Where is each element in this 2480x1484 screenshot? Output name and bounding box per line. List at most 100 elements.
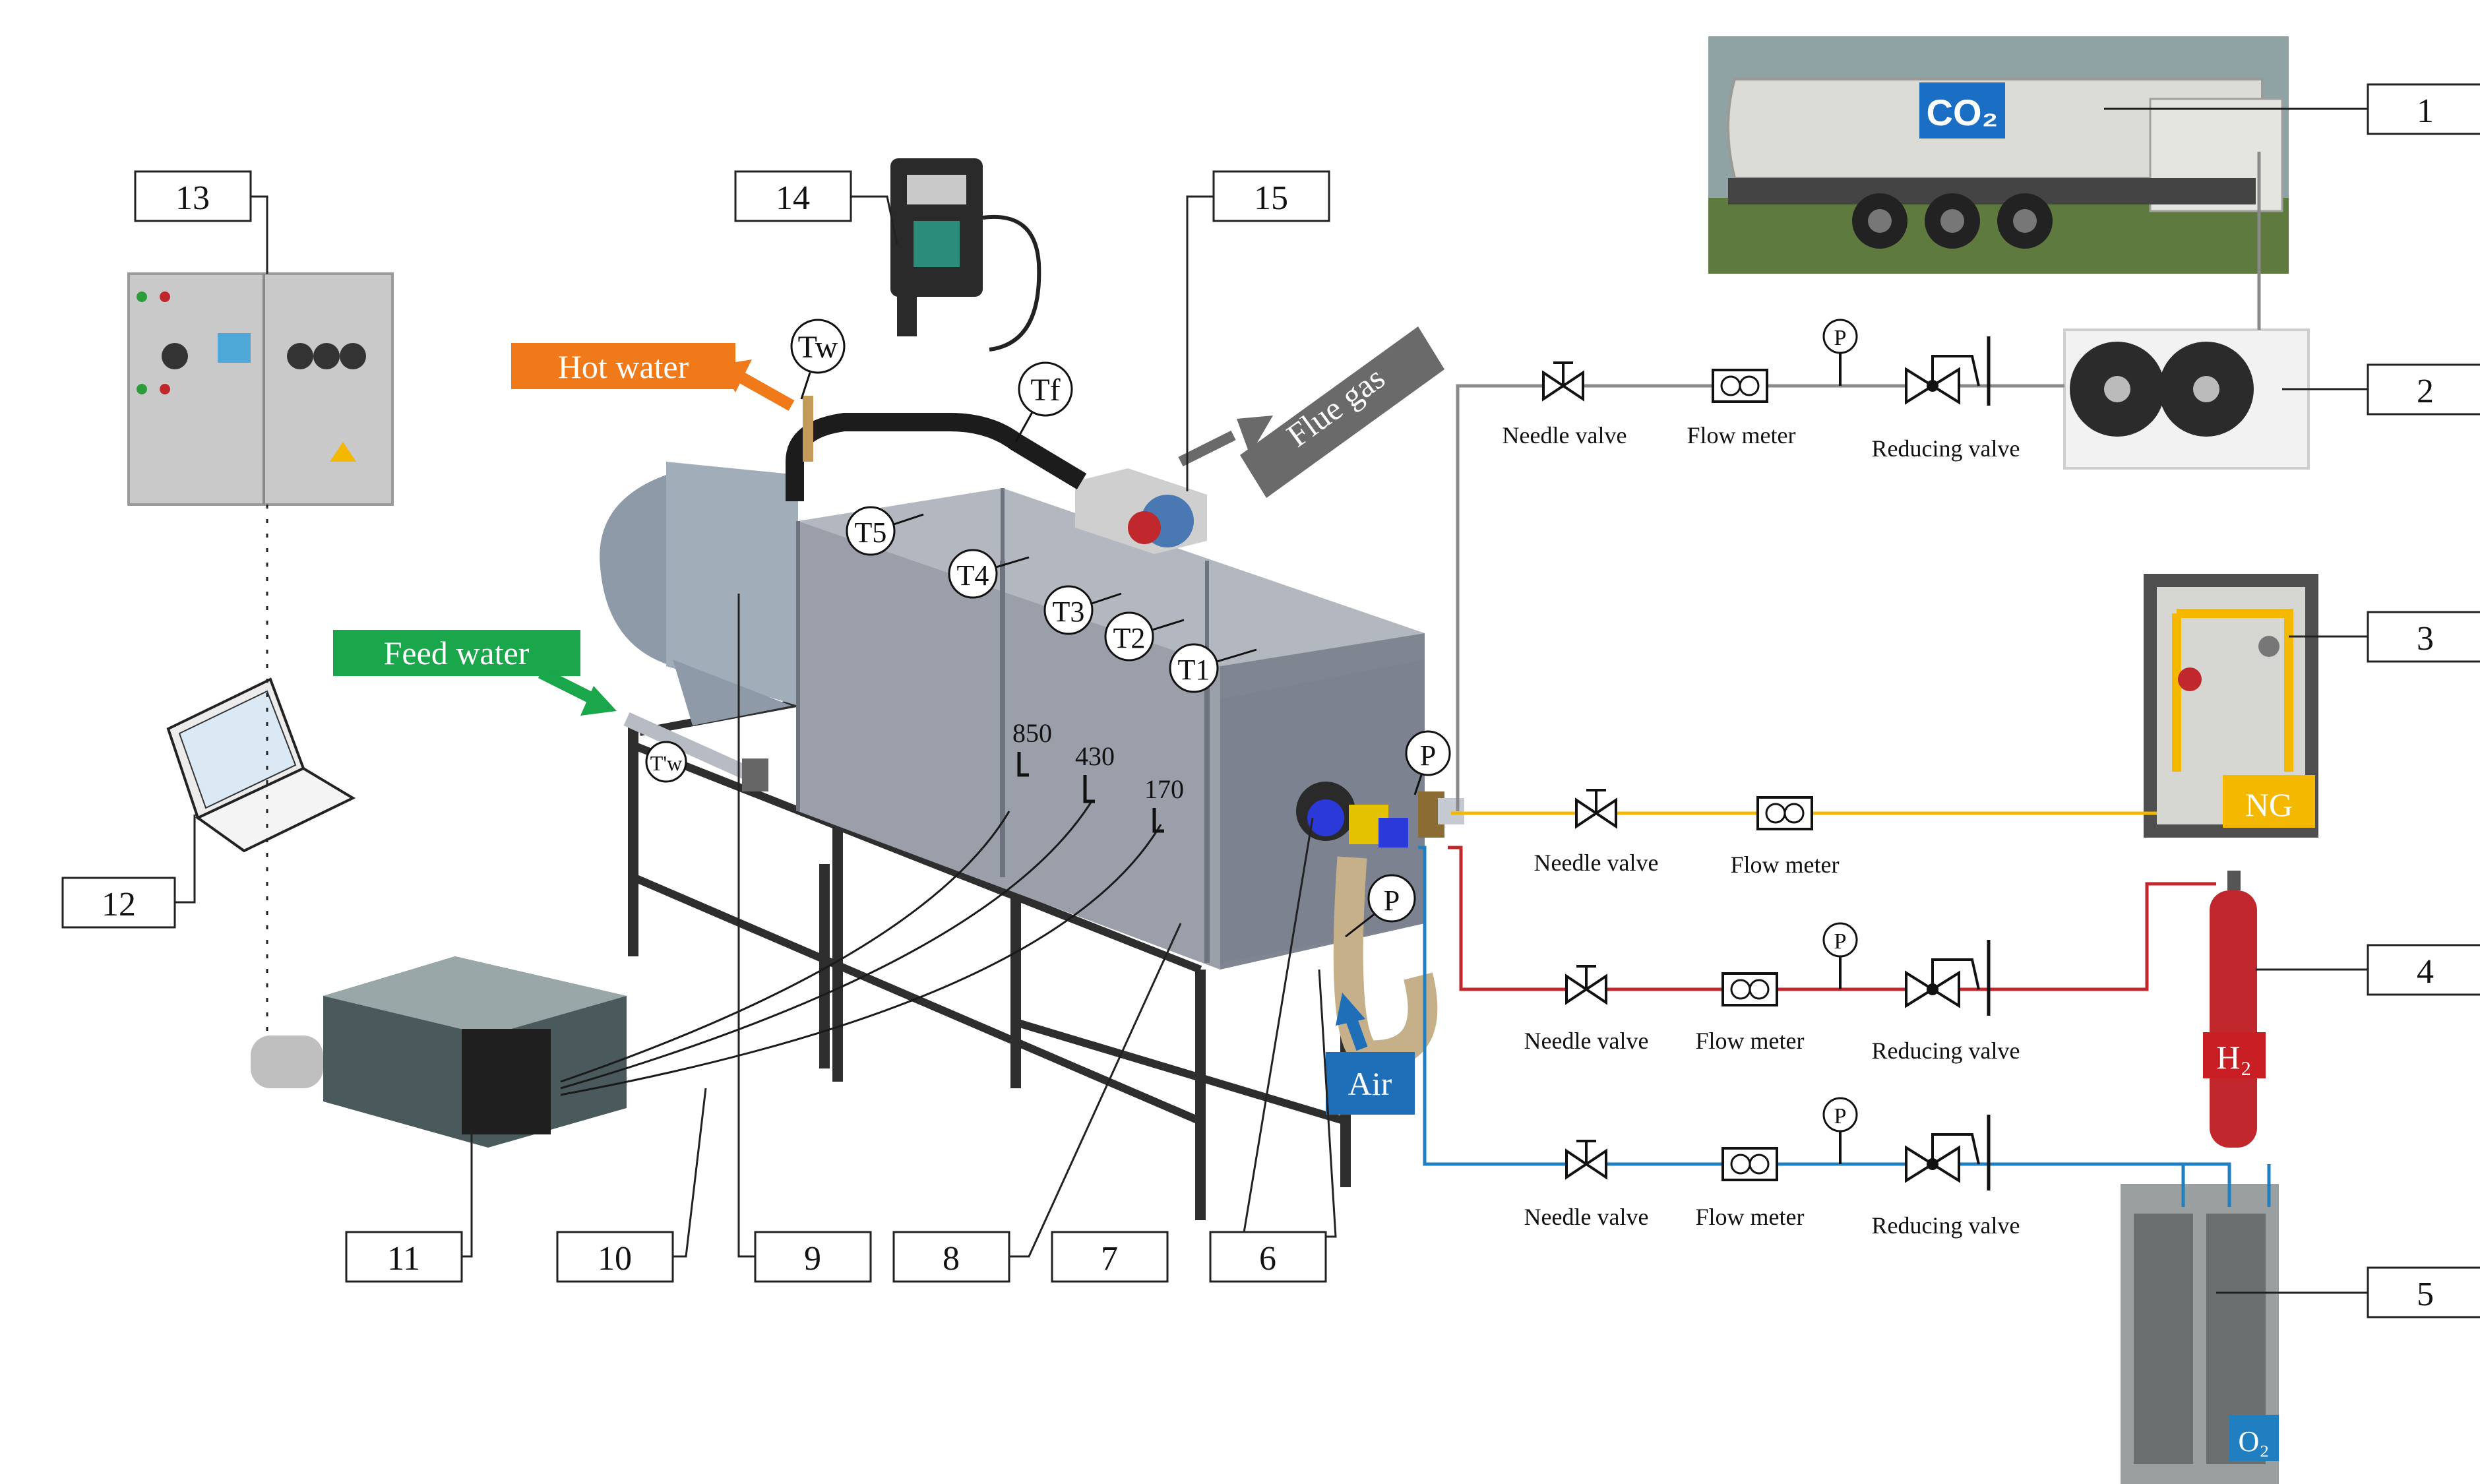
h2-reducing-valve (1905, 940, 1991, 1016)
number-box-7: 7 (1051, 1231, 1169, 1283)
co2-flow-meter-label: Flow meter (1687, 422, 1796, 448)
number-box-12: 12 (61, 877, 176, 929)
svg-text:Tw: Tw (798, 330, 838, 365)
probe-tw: Tw (790, 319, 846, 400)
number-box-2: 2 (2367, 363, 2480, 416)
h2-flow-meter (1721, 972, 1778, 1006)
number-box-5: 5 (2367, 1266, 2480, 1318)
temp-170: 170 (1144, 774, 1184, 804)
co2-tank-trailer: CO₂ (1708, 36, 2289, 274)
svg-text:7: 7 (1101, 1240, 1118, 1278)
number-box-11: 11 (345, 1231, 463, 1283)
co2-pressure-gauge: P (1822, 319, 1858, 386)
number-box-10: 10 (556, 1231, 674, 1283)
svg-text:T1: T1 (1178, 654, 1210, 686)
laptop-computer (166, 677, 356, 853)
svg-text:T2: T2 (1113, 622, 1146, 654)
co2-reducing-valve-label: Reducing valve (1872, 435, 2020, 462)
o2-generator: O₂ (2121, 1184, 2279, 1484)
gas-analyzer-device (251, 956, 627, 1148)
feed-water-inlet (623, 712, 768, 791)
svg-text:Tf: Tf (1030, 373, 1060, 408)
hot-water-label: Hot water (558, 348, 689, 385)
svg-text:11: 11 (387, 1240, 420, 1278)
h2-label: H₂ (2216, 1039, 2252, 1076)
svg-text:13: 13 (175, 179, 210, 217)
h2-cylinder: H₂ (2203, 871, 2266, 1148)
h2-reducing-valve-label: Reducing valve (1872, 1037, 2020, 1064)
co2-pressure-p: P (1834, 326, 1847, 350)
h2-flow-meter-label: Flow meter (1696, 1028, 1805, 1054)
air-label: Air (1348, 1065, 1392, 1102)
probe-tf: Tf (1014, 361, 1073, 443)
temp-430: 430 (1075, 741, 1115, 771)
co2-reducing-valve (1905, 336, 1991, 406)
flue-gas-tag: Flue gas (1178, 326, 1444, 498)
ng-flow-meter (1756, 796, 1813, 830)
svg-text:5: 5 (2417, 1276, 2434, 1313)
svg-text:6: 6 (1259, 1240, 1276, 1278)
probe-t1: T1 (1169, 643, 1257, 693)
control-cabinet (127, 272, 394, 506)
number-box-3: 3 (2367, 611, 2480, 663)
svg-text:T4: T4 (957, 559, 989, 592)
o2-flow-meter (1721, 1147, 1778, 1181)
probe-p-gas: P (1405, 730, 1451, 795)
svg-text:T3: T3 (1053, 596, 1085, 628)
temp-probe-marks (1017, 752, 1164, 833)
sample-lines (560, 801, 1162, 1096)
ng-needle-valve-label: Needle valve (1534, 850, 1659, 876)
hot-water-pipe (786, 396, 1087, 501)
probe-tw-in: T'w (645, 741, 687, 783)
svg-text:1: 1 (2417, 92, 2434, 130)
number-box-14: 14 (734, 170, 852, 222)
ng-flow-meter-label: Flow meter (1731, 851, 1840, 878)
co2-needle-valve-label: Needle valve (1503, 422, 1627, 448)
h2-pressure-gauge: P (1822, 922, 1858, 989)
flue-duct (1075, 468, 1207, 554)
feed-water-label: Feed water (384, 634, 530, 671)
co2-flow-meter (1712, 369, 1768, 403)
svg-text:8: 8 (943, 1240, 960, 1278)
svg-text:12: 12 (102, 886, 136, 923)
number-box-8: 8 (892, 1231, 1010, 1283)
temp-850: 850 (1012, 718, 1052, 748)
h2-needle-valve-label: Needle valve (1524, 1028, 1649, 1054)
h2-pressure-p: P (1834, 929, 1847, 954)
o2-reducing-valve (1905, 1115, 1991, 1190)
probe-t4: T4 (948, 549, 1030, 599)
number-box-6: 6 (1209, 1231, 1327, 1283)
probe-t3: T3 (1043, 585, 1122, 635)
o2-pressure-p: P (1834, 1104, 1847, 1128)
flue-gas-analyzer (890, 158, 1041, 352)
o2-pressure-gauge: P (1822, 1097, 1858, 1164)
number-box-1: 1 (2367, 83, 2480, 135)
svg-text:9: 9 (804, 1240, 821, 1278)
svg-text:T'w: T'w (650, 751, 682, 775)
svg-text:3: 3 (2417, 620, 2434, 658)
co2-label: CO₂ (1927, 92, 1999, 133)
probe-t2: T2 (1104, 611, 1185, 662)
h2-line (1448, 846, 2216, 991)
number-box-15: 15 (1212, 170, 1330, 222)
o2-flow-meter-label: Flow meter (1696, 1204, 1805, 1230)
svg-text:4: 4 (2417, 953, 2434, 991)
co2-needle-valve (1542, 361, 1584, 402)
svg-text:P: P (1384, 884, 1400, 917)
ng-label: NG (2245, 786, 2293, 823)
o2-line (1418, 846, 2271, 1207)
h2-needle-valve (1565, 965, 1607, 1005)
number-box-9: 9 (754, 1231, 872, 1283)
svg-text:10: 10 (598, 1240, 632, 1278)
o2-reducing-valve-label: Reducing valve (1872, 1212, 2020, 1239)
number-box-4: 4 (2367, 944, 2480, 996)
air-tag: Air (1326, 993, 1415, 1115)
probe-p-air: P (1345, 874, 1416, 938)
boiler-cylinder (600, 462, 798, 726)
ng-gas-cabinet: NG (2144, 574, 2318, 838)
o2-label: O₂ (2238, 1425, 2269, 1458)
feed-water-tag: Feed water (333, 630, 617, 716)
o2-needle-valve-label: Needle valve (1524, 1204, 1649, 1230)
o2-needle-valve (1565, 1140, 1607, 1180)
